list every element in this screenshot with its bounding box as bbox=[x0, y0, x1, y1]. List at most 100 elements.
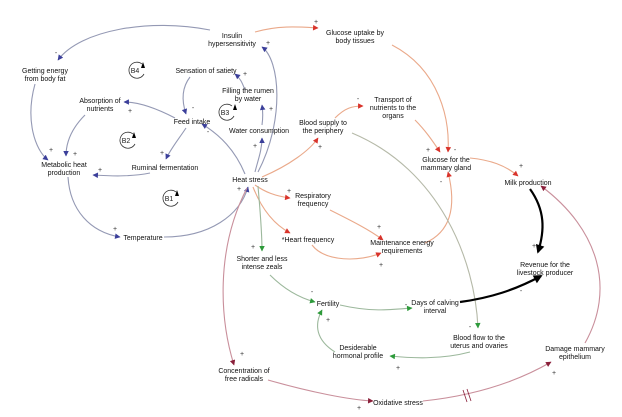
node-heart: *Heart frequency bbox=[282, 237, 335, 244]
edge-heat-stress-feed bbox=[201, 123, 246, 175]
sign-minus: - bbox=[311, 289, 314, 296]
sign-plus: + bbox=[552, 370, 556, 377]
sign-plus: + bbox=[240, 351, 244, 358]
node-fertility: Fertility bbox=[317, 301, 340, 308]
edge-ruminal-metabolic bbox=[92, 172, 151, 179]
edge-blood-supply-uterus bbox=[351, 132, 481, 329]
edge-heat-stress-blood-supply bbox=[261, 137, 319, 178]
edge-insulin-body-fat bbox=[57, 24, 211, 61]
loop-b3: B3 bbox=[218, 103, 237, 121]
sign-minus: - bbox=[440, 179, 443, 186]
edge-body-fat-metabolic bbox=[30, 83, 49, 161]
edge-heat-stress-zeals bbox=[257, 185, 265, 252]
edge-radicals-oxidative bbox=[267, 379, 374, 404]
edge-absorption-metabolic bbox=[63, 114, 86, 157]
edge-insulin-glucose-uptake bbox=[254, 24, 319, 33]
edge-uterus-hormonal bbox=[389, 351, 471, 360]
edge-mammary-milk bbox=[469, 157, 519, 177]
edge-water-rumen bbox=[259, 104, 266, 126]
sign-plus: + bbox=[243, 71, 247, 78]
sign-plus: + bbox=[377, 224, 381, 231]
node-ruminal: Ruminal fermentation bbox=[132, 165, 199, 172]
sign-plus: + bbox=[113, 226, 117, 233]
sign-plus: + bbox=[426, 147, 430, 154]
sign-plus: + bbox=[532, 243, 536, 250]
sign-minus: - bbox=[520, 288, 523, 295]
edge-heat-stress-insulin bbox=[257, 46, 278, 173]
node-feed-intake: Feed intake bbox=[174, 119, 211, 126]
loop-b1: B1 bbox=[162, 189, 179, 207]
node-water: Water consumption bbox=[229, 128, 289, 135]
edge-heat-stress-heart bbox=[252, 186, 291, 234]
sign-minus: - bbox=[357, 96, 360, 103]
sign-minus: - bbox=[469, 324, 472, 331]
sign-plus: + bbox=[251, 244, 255, 251]
sign-plus: + bbox=[237, 186, 241, 193]
edge-rumen-satiety bbox=[234, 73, 246, 91]
svg-text:B1: B1 bbox=[165, 196, 174, 203]
node-milk: Milk production bbox=[504, 180, 551, 187]
sign-plus: + bbox=[128, 108, 132, 115]
loop-b2: B2 bbox=[119, 131, 136, 149]
sign-plus: + bbox=[269, 106, 273, 113]
sign-plus: + bbox=[49, 147, 53, 154]
edge-heat-stress-respiratory bbox=[254, 184, 291, 201]
sign-plus: + bbox=[98, 167, 102, 174]
node-satiety: Sensation of satiety bbox=[175, 68, 237, 75]
edge-temperature-heat-stress bbox=[163, 186, 250, 238]
edge-fertility-calving bbox=[339, 304, 413, 312]
svg-text:B4: B4 bbox=[131, 68, 140, 75]
sign-minus: - bbox=[55, 50, 58, 57]
sign-plus: + bbox=[326, 317, 330, 324]
edge-transport-mammary bbox=[414, 119, 441, 153]
node-oxidative: Oxidative stress bbox=[373, 400, 423, 407]
sign-minus: - bbox=[454, 147, 457, 154]
edge-glucose-uptake-mammary bbox=[391, 44, 452, 153]
edge-satiety-feed bbox=[181, 76, 191, 115]
edge-hormonal-fertility bbox=[317, 309, 336, 353]
sign-plus: + bbox=[73, 151, 77, 158]
edge-feed-absorption bbox=[123, 99, 176, 119]
edge-heat-stress-radicals bbox=[222, 187, 248, 366]
sign-plus: + bbox=[160, 150, 164, 157]
edge-blood-supply-transport bbox=[334, 103, 364, 119]
loop-markers: B1 B2 B3 B4 bbox=[119, 61, 237, 207]
edge-zeals-fertility bbox=[269, 274, 316, 304]
edge-calving-revenue bbox=[459, 275, 543, 304]
sign-plus: + bbox=[266, 40, 270, 47]
delay-mark bbox=[462, 388, 472, 403]
edge-maintenance-mammary bbox=[424, 171, 453, 244]
sign-plus: + bbox=[314, 19, 318, 26]
sign-plus: + bbox=[318, 144, 322, 151]
edge-respiratory-maintenance bbox=[329, 209, 384, 241]
sign-plus: + bbox=[519, 163, 523, 170]
edge-heat-stress-water bbox=[254, 137, 265, 173]
sign-plus: + bbox=[357, 405, 361, 412]
sign-plus: + bbox=[396, 365, 400, 372]
polarity-signs: + + - + + + + + + + - - + + + + - + - - … bbox=[49, 19, 556, 412]
edge-milk-revenue bbox=[529, 188, 545, 254]
sign-minus: - bbox=[192, 105, 195, 112]
svg-text:B2: B2 bbox=[122, 138, 131, 145]
edge-oxidative-damage bbox=[422, 361, 552, 402]
sign-minus: - bbox=[405, 302, 408, 309]
edge-metabolic-temperature bbox=[67, 176, 121, 239]
loop-b4: B4 bbox=[128, 61, 145, 79]
sign-minus: - bbox=[207, 129, 210, 136]
